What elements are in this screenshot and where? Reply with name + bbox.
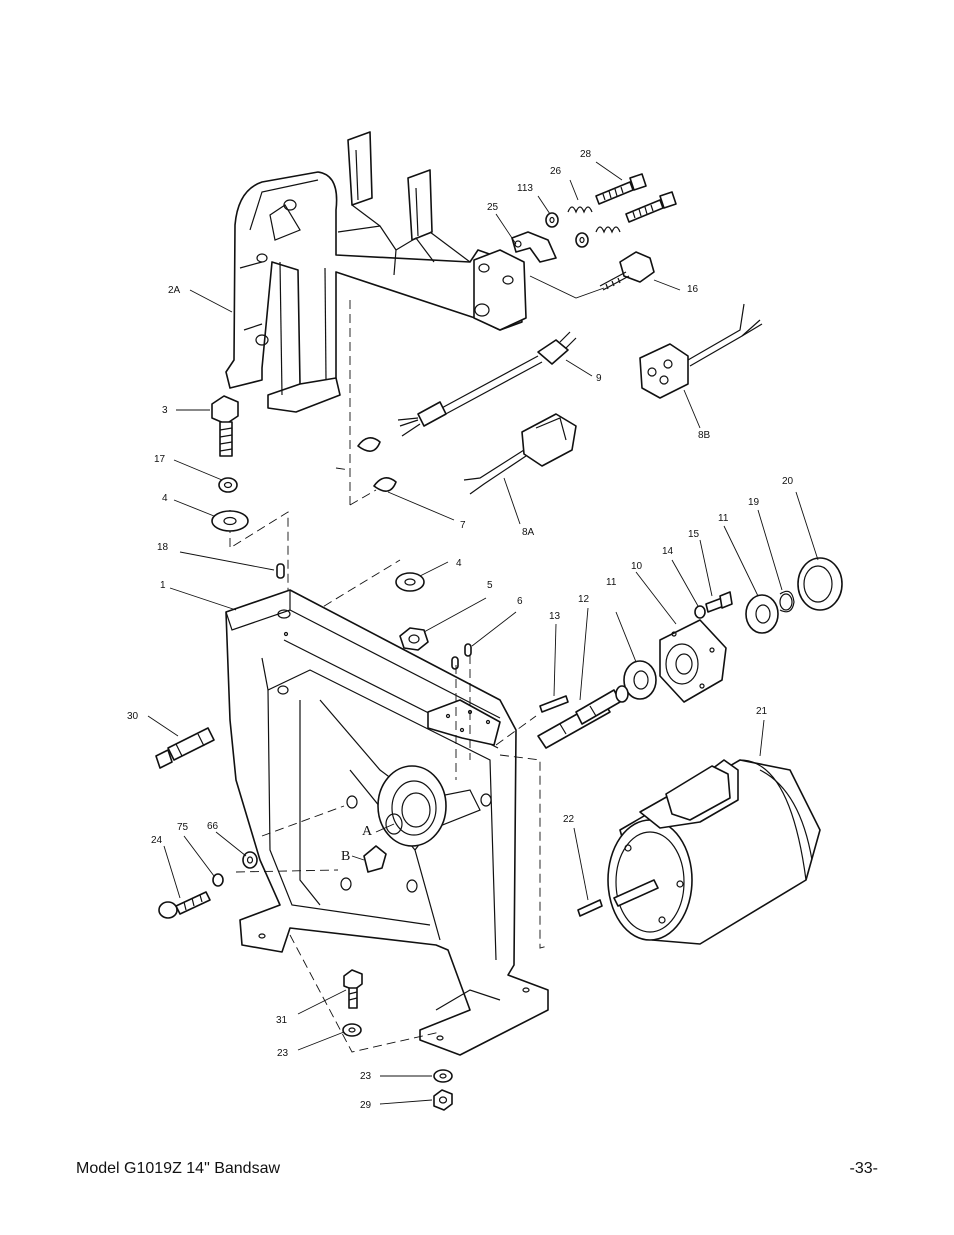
- part-18-roll-pin: [276, 563, 285, 579]
- part-11-bearing-outer: [745, 594, 779, 634]
- callout-5: 5: [487, 580, 493, 591]
- callout-labels: 28 26 113 25 16 2A 9 8B 3 17 4 7 8A 18 2…: [127, 149, 794, 1111]
- part-31-bolt: [343, 969, 363, 1009]
- callout-8b: 8B: [698, 430, 711, 441]
- callout-66: 66: [207, 821, 219, 832]
- part-7-cord-clips: [357, 437, 397, 492]
- part-14-washer: [694, 605, 706, 619]
- callout-113: 113: [517, 183, 533, 194]
- callout-31: 31: [276, 1015, 288, 1026]
- footer-page-number: -33-: [849, 1160, 878, 1177]
- callout-16: 16: [687, 284, 699, 295]
- callout-12: 12: [578, 594, 590, 605]
- callout-13: 13: [549, 611, 561, 622]
- part-21-motor: [607, 759, 821, 945]
- callout-14: 14: [662, 546, 674, 557]
- part-66-washer: [242, 851, 258, 869]
- callout-19: 19: [748, 497, 760, 508]
- callout-11-outer: 11: [718, 513, 729, 524]
- part-8b-cord-connector: [639, 303, 763, 399]
- part-6-pins: [451, 643, 472, 670]
- part-15-screw: [705, 591, 733, 613]
- part-24-bolt: [158, 891, 211, 919]
- callout-21: 21: [756, 706, 768, 717]
- callout-1: 1: [160, 580, 166, 591]
- part-29-nut: [433, 1089, 453, 1111]
- callout-b: B: [341, 849, 350, 864]
- callout-75: 75: [177, 822, 189, 833]
- callout-10: 10: [631, 561, 643, 572]
- part-30-stud: [155, 727, 215, 769]
- callout-2a: 2A: [168, 285, 181, 296]
- callout-3: 3: [162, 405, 168, 416]
- footer-model-title: Model G1019Z 14" Bandsaw: [76, 1160, 281, 1177]
- part-19-retaining-ring: [779, 590, 795, 613]
- reference-line-frame: [235, 655, 549, 1053]
- part-9-power-cord: [397, 331, 577, 437]
- callout-20: 20: [782, 476, 794, 487]
- callout-4-upper: 4: [162, 493, 168, 504]
- part-2a-upper-support-casting: [225, 131, 527, 413]
- part-20-bearing-cap: [797, 557, 843, 611]
- callout-24: 24: [151, 835, 163, 846]
- upper-hardware-group: [511, 173, 677, 299]
- part-23-washer-upper: [342, 1023, 362, 1037]
- callout-18: 18: [157, 542, 169, 553]
- callout-11-inner: 11: [606, 577, 617, 588]
- callout-a: A: [362, 824, 373, 839]
- part-11-bearing-inner: [615, 660, 657, 703]
- callout-23-lower: 23: [360, 1071, 372, 1082]
- part-5-hex-nut: [399, 627, 429, 651]
- callout-30: 30: [127, 711, 139, 722]
- callout-25: 25: [487, 202, 499, 213]
- callout-15: 15: [688, 529, 700, 540]
- callout-26: 26: [550, 166, 562, 177]
- part-22-motor-key: [577, 899, 603, 917]
- part-12-shaft: [537, 689, 621, 749]
- leader-lines: [147, 161, 819, 1105]
- part-17-lock-washer: [218, 477, 238, 493]
- callout-6: 6: [517, 596, 523, 607]
- part-4-flat-washer-upper: [211, 510, 249, 532]
- part-23-washer-lower: [433, 1069, 453, 1083]
- part-10-coupling-flange: [659, 619, 727, 703]
- callout-9: 9: [596, 373, 602, 384]
- part-4-flat-washer-lower: [395, 572, 425, 592]
- part-1-main-frame: [225, 589, 549, 1056]
- callout-23-upper: 23: [277, 1048, 289, 1059]
- part-3-hex-bolt: [211, 395, 239, 457]
- part-8a-cord-connector: [463, 413, 577, 495]
- part-13-key: [539, 695, 569, 713]
- reference-line: [229, 300, 401, 629]
- callout-28: 28: [580, 149, 592, 160]
- callout-17: 17: [154, 454, 166, 465]
- callout-8a: 8A: [522, 527, 535, 538]
- callout-22: 22: [563, 814, 575, 825]
- callout-7: 7: [460, 520, 466, 531]
- callout-29: 29: [360, 1100, 372, 1111]
- part-75-lock-washer: [212, 873, 224, 887]
- callout-4-lower: 4: [456, 558, 462, 569]
